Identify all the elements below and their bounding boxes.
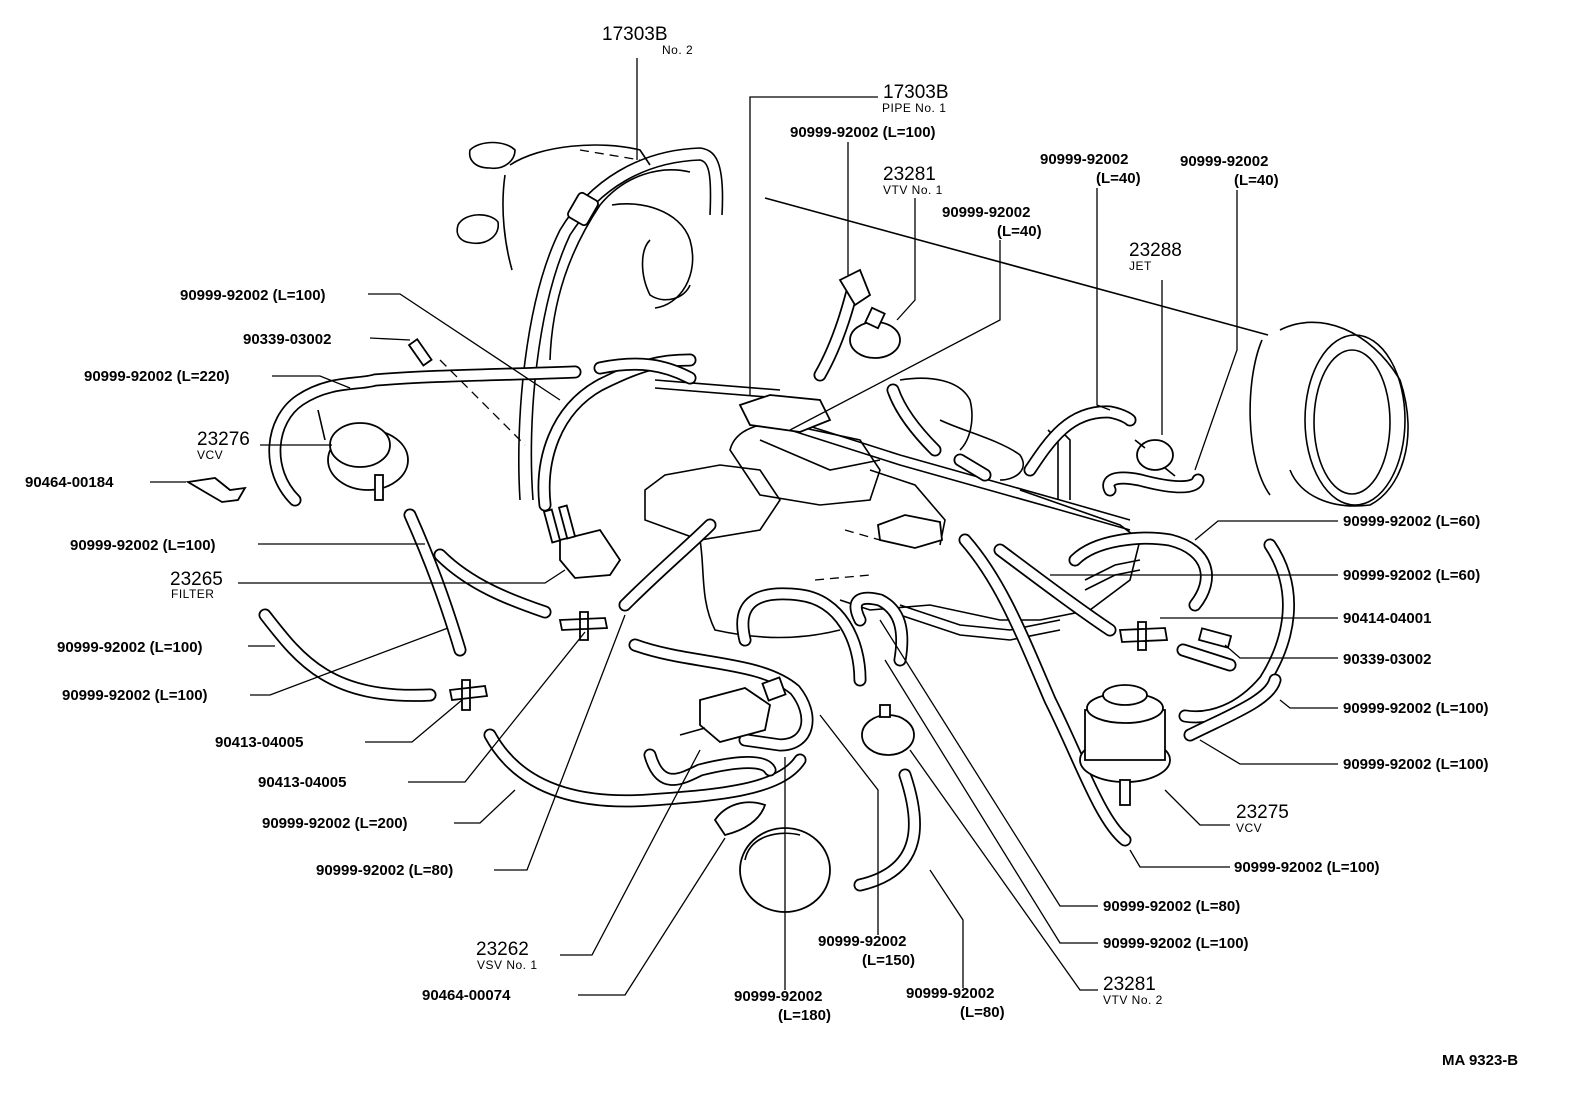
label-hose-top-100: 90999-92002 (L=100) — [790, 124, 936, 141]
diagram-id: MA 9323-B — [1442, 1052, 1518, 1069]
label-hose-left-200: 90999-92002 (L=200) — [262, 815, 408, 832]
carburetor — [738, 394, 943, 549]
label-23262-vsv-sub: VSV No. 1 — [477, 958, 538, 972]
label-23275-vcv-num: 23275 — [1236, 802, 1289, 823]
jet-23288 — [1134, 439, 1176, 477]
reference-line — [764, 197, 1269, 336]
tee-90414-04001 — [1118, 621, 1169, 651]
leader-lines — [150, 58, 1338, 996]
label-hose-left-100-a: 90999-92002 (L=100) — [180, 287, 326, 304]
label-tee-90413-a: 90413-04005 — [215, 734, 303, 751]
label-23288-jet-sub: JET — [1129, 259, 1152, 273]
vacuum-hoses — [258, 147, 1295, 892]
label-hose-right-60-a: 90999-92002 (L=60) — [1343, 513, 1480, 530]
filter-23265 — [542, 504, 622, 579]
part-labels: 17303B No. 2 17303B PIPE No. 1 90999-920… — [25, 24, 1518, 1069]
label-23281-vtv1-sub: VTV No. 1 — [883, 183, 943, 197]
dashed-guide-lines — [439, 149, 881, 581]
label-hose-bottom-80-1: 90999-92002 — [906, 985, 994, 1002]
air-cleaner-housing — [1249, 321, 1409, 507]
label-23281-vtv2-sub: VTV No. 2 — [1103, 993, 1163, 1007]
label-hose-right-100-c: 90999-92002 (L=100) — [1234, 859, 1380, 876]
label-hose-left-100-d: 90999-92002 (L=100) — [62, 687, 208, 704]
label-tee-90413-b: 90413-04005 — [258, 774, 346, 791]
label-hose-right-100-d: 90999-92002 (L=100) — [1103, 935, 1249, 952]
label-hose-left-100-c: 90999-92002 (L=100) — [57, 639, 203, 656]
label-hose-bottom-180-2: (L=180) — [778, 1007, 831, 1024]
label-hose-right-60-b: 90999-92002 (L=60) — [1343, 567, 1480, 584]
label-tee-90414: 90414-04001 — [1343, 610, 1431, 627]
label-hose-left-220: 90999-92002 (L=220) — [84, 368, 230, 385]
label-hose-left-100-b: 90999-92002 (L=100) — [70, 537, 216, 554]
label-hose-bottom-150-2: (L=150) — [862, 952, 915, 969]
label-hose-40-a-1: 90999-92002 — [942, 204, 1030, 221]
label-hose-right-100-b: 90999-92002 (L=100) — [1343, 756, 1489, 773]
pipe-17303b-no2 — [518, 147, 724, 501]
label-17303b-no2-num: 17303B — [602, 24, 668, 45]
vcv-23275 — [1079, 684, 1171, 806]
label-clip-90464-00074: 90464-00074 — [422, 987, 511, 1004]
label-hose-40-b-1: 90999-92002 — [1040, 151, 1128, 168]
label-plug-90339-left: 90339-03002 — [243, 331, 331, 348]
label-23276-vcv-sub: VCV — [197, 448, 223, 462]
label-23276-vcv-num: 23276 — [197, 429, 250, 450]
clip-90464-00184 — [185, 477, 247, 503]
label-23262-vsv-num: 23262 — [476, 939, 529, 960]
label-17303b-pipe1-sub: PIPE No. 1 — [882, 101, 946, 115]
label-23288-jet-num: 23288 — [1129, 240, 1182, 261]
label-hose-bottom-150-1: 90999-92002 — [818, 933, 906, 950]
label-hose-left-80: 90999-92002 (L=80) — [316, 862, 453, 879]
label-hose-right-100-a: 90999-92002 (L=100) — [1343, 700, 1489, 717]
distributor-cap — [456, 141, 694, 309]
plug-90339-left — [407, 338, 433, 367]
label-23265-filter-num: 23265 — [170, 569, 223, 590]
label-17303b-pipe1-num: 17303B — [883, 82, 949, 103]
label-23265-filter-sub: FILTER — [171, 587, 214, 601]
label-clip-90464-00184: 90464-00184 — [25, 474, 114, 491]
vsv-23262 — [679, 676, 787, 743]
label-hose-40-b-2: (L=40) — [1096, 170, 1141, 187]
plug-90339-right — [1197, 627, 1233, 649]
clip-90464-00074 — [713, 801, 767, 837]
label-hose-40-c-2: (L=40) — [1234, 172, 1279, 189]
label-hose-40-a-2: (L=40) — [997, 223, 1042, 240]
label-plug-90339-right: 90339-03002 — [1343, 651, 1431, 668]
vtv-23281-no2 — [861, 704, 915, 756]
label-hose-right-80: 90999-92002 (L=80) — [1103, 898, 1240, 915]
vtv-23281-no1 — [838, 268, 901, 359]
engine-block — [644, 377, 1141, 641]
components — [185, 268, 1233, 837]
tee-90413-a — [558, 611, 609, 641]
label-hose-40-c-1: 90999-92002 — [1180, 153, 1268, 170]
label-23281-vtv2-num: 23281 — [1103, 974, 1156, 995]
label-hose-bottom-180-1: 90999-92002 — [734, 988, 822, 1005]
label-17303b-no2-sub: No. 2 — [662, 43, 693, 57]
label-hose-bottom-80-2: (L=80) — [960, 1004, 1005, 1021]
label-23275-vcv-sub: VCV — [1236, 821, 1262, 835]
vcv-23276 — [317, 409, 409, 501]
label-23281-vtv1-num: 23281 — [883, 164, 936, 185]
